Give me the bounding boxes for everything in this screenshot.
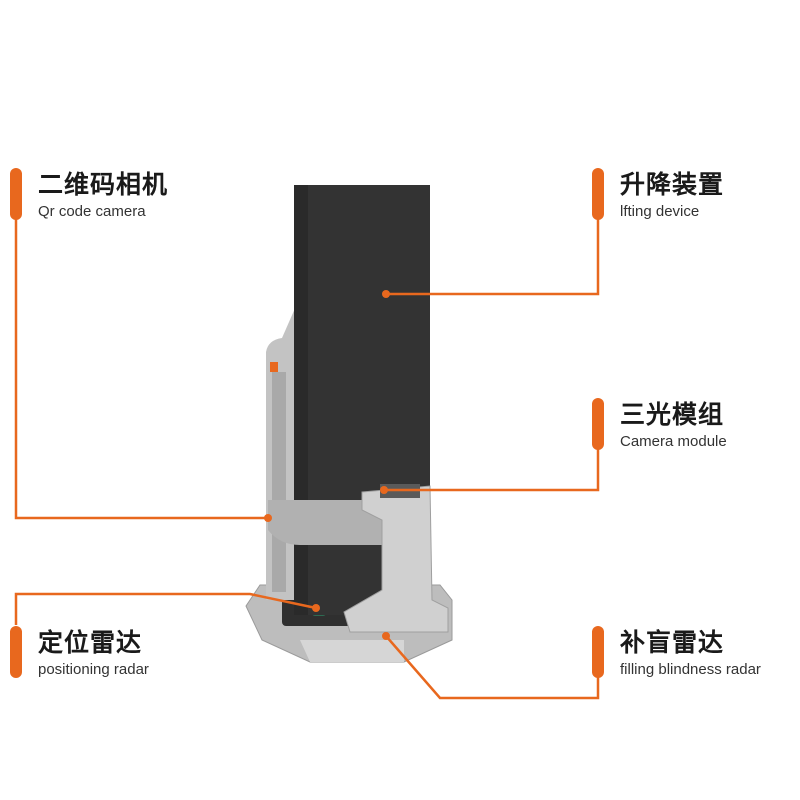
leader-camera-module bbox=[384, 448, 600, 492]
dot-qr-camera bbox=[264, 514, 272, 522]
label-filling-radar-en: filling blindness radar bbox=[620, 661, 761, 678]
label-lifting-device: 升降装置 lfting device bbox=[620, 170, 800, 222]
dot-lifting-device bbox=[382, 290, 390, 298]
accent-bar-fill bbox=[592, 626, 604, 678]
accent-bar-cam bbox=[592, 398, 604, 450]
dot-filling-radar bbox=[382, 632, 390, 640]
label-lifting-device-en: lfting device bbox=[620, 203, 700, 220]
label-filling-radar: 补盲雷达 filling blindness radar bbox=[620, 628, 800, 680]
label-positioning-radar-zh: 定位雷达 bbox=[38, 628, 143, 657]
frame-inner-track bbox=[272, 372, 286, 592]
lifting-column-shade bbox=[294, 185, 308, 615]
robot-frame bbox=[266, 306, 296, 600]
label-qr-camera: 二维码相机 Qr code camera bbox=[38, 170, 298, 222]
label-camera-module-zh: 三光模组 bbox=[620, 400, 725, 429]
label-filling-radar-zh: 补盲雷达 bbox=[620, 628, 725, 657]
status-light bbox=[270, 362, 278, 372]
label-qr-camera-zh: 二维码相机 bbox=[38, 170, 169, 199]
label-camera-module: 三光模组 Camera module bbox=[620, 400, 800, 452]
accent-bar-pos bbox=[10, 626, 22, 678]
callout-dots bbox=[264, 290, 390, 640]
leader-qr-camera bbox=[14, 215, 268, 520]
label-accent-bars bbox=[10, 168, 604, 678]
dot-camera-module bbox=[380, 486, 388, 494]
label-qr-camera-en: Qr code camera bbox=[38, 203, 146, 220]
label-positioning-radar-en: positioning radar bbox=[38, 661, 149, 678]
accent-bar-qr bbox=[10, 168, 22, 220]
dot-positioning-radar bbox=[312, 604, 320, 612]
leader-filling-radar bbox=[385, 635, 600, 700]
camera-module-bracket bbox=[343, 485, 449, 633]
label-positioning-radar: 定位雷达 positioning radar bbox=[38, 628, 298, 680]
callout-lines bbox=[14, 215, 600, 700]
label-lifting-device-zh: 升降装置 bbox=[620, 170, 725, 199]
label-camera-module-en: Camera module bbox=[620, 433, 727, 450]
leader-positioning-radar bbox=[14, 592, 317, 625]
accent-bar-lift bbox=[592, 168, 604, 220]
chassis-front-panel bbox=[300, 640, 404, 662]
leader-lifting-device bbox=[386, 215, 600, 296]
